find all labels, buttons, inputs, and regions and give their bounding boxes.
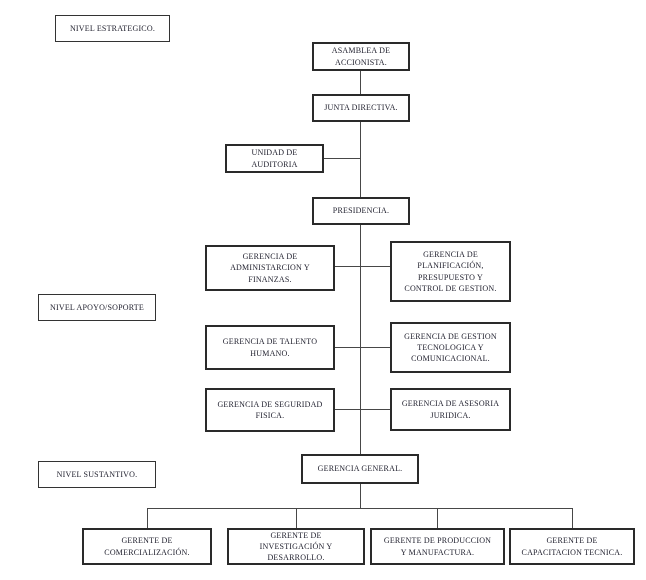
connector-junta-presidencia — [360, 122, 361, 197]
node-gerencia-asesoria-juridica: GERENCIA DE ASESORIA JURIDICA. — [390, 388, 511, 431]
level-label-estrategico: NIVEL ESTRATEGICO. — [55, 15, 170, 42]
connector-planificacion-branch — [361, 266, 390, 267]
connector-asamblea-junta — [360, 71, 361, 94]
node-presidencia: PRESIDENCIA. — [312, 197, 410, 225]
connector-presidencia-gerencia-general — [360, 225, 361, 454]
node-gerente-capacitacion-tecnica: GERENTE DE CAPACITACION TECNICA. — [509, 528, 635, 565]
node-gerente-investigacion-desarrollo: GERENTE DE INVESTIGACIÓN Y DESARROLLO. — [227, 528, 365, 565]
connector-gestion-tecnologica-branch — [361, 347, 390, 348]
node-gerencia-talento-humano: GERENCIA DE TALENTO HUMANO. — [205, 325, 335, 370]
connector-auditoria-branch — [324, 158, 360, 159]
node-junta-directiva: JUNTA DIRECTIVA. — [312, 94, 410, 122]
node-unidad-de-auditoria: UNIDAD DE AUDITORIA — [225, 144, 324, 173]
node-gerencia-general: GERENCIA GENERAL. — [301, 454, 419, 484]
level-label-apoyo-soporte: NIVEL APOYO/SOPORTE — [38, 294, 156, 321]
level-label-sustantivo: NIVEL SUSTANTIVO. — [38, 461, 156, 488]
connector-admin-finanzas-branch — [335, 266, 360, 267]
node-asamblea-de-accionista: ASAMBLEA DE ACCIONISTA. — [312, 42, 410, 71]
node-gerencia-planificacion-presupuesto: GERENCIA DE PLANIFICACIÓN, PRESUPUESTO Y… — [390, 241, 511, 302]
connector-gerencia-general-bar — [360, 484, 361, 508]
node-gerente-produccion-manufactura: GERENTE DE PRODUCCION Y MANUFACTURA. — [370, 528, 505, 565]
connector-talento-branch — [335, 347, 360, 348]
connector-asesoria-branch — [361, 409, 390, 410]
node-gerencia-seguridad-fisica: GERENCIA DE SEGURIDAD FISICA. — [205, 388, 335, 432]
node-gerencia-administracion-finanzas: GERENCIA DE ADMINISTARCION Y FINANZAS. — [205, 245, 335, 291]
node-gerente-comercializacion: GERENTE DE COMERCIALIZACIÓN. — [82, 528, 212, 565]
connector-seguridad-branch — [335, 409, 360, 410]
connector-drop-produccion — [437, 508, 438, 528]
connector-bottom-bar — [147, 508, 573, 509]
connector-drop-comercializacion — [147, 508, 148, 528]
node-gerencia-gestion-tecnologica: GERENCIA DE GESTION TECNOLOGICA Y COMUNI… — [390, 322, 511, 373]
connector-drop-capacitacion — [572, 508, 573, 528]
connector-drop-investigacion — [296, 508, 297, 528]
